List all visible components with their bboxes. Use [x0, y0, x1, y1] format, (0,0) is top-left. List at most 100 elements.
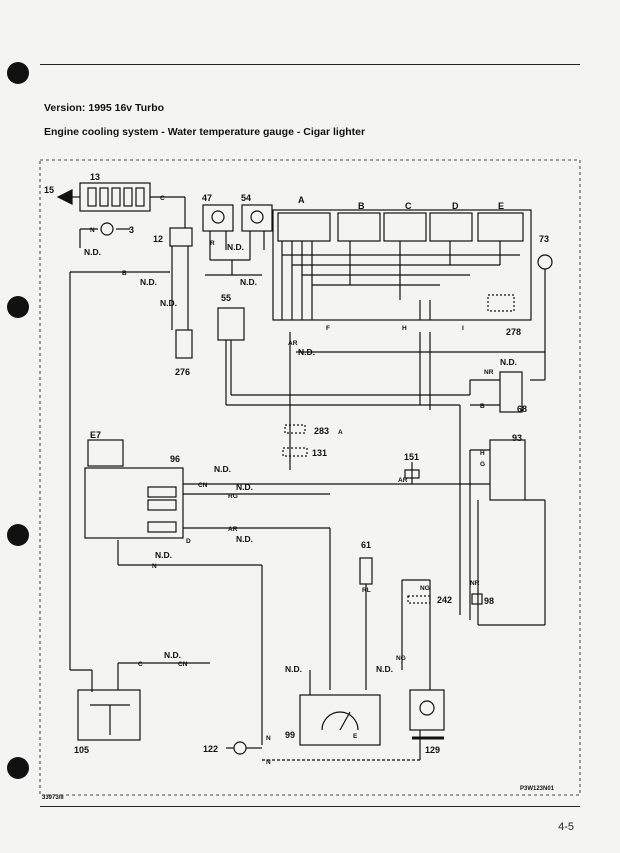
- resistor-68: [499, 371, 523, 413]
- nd-label: N.D.: [376, 664, 393, 674]
- relay-93: [489, 439, 526, 501]
- nd-label: N.D.: [500, 357, 517, 367]
- wire-n: N: [90, 227, 95, 234]
- label-105: 105: [74, 745, 89, 755]
- nd-label: N.D.: [84, 247, 101, 257]
- module-a: [277, 212, 331, 242]
- label-e: E: [498, 201, 504, 211]
- connector-98: [471, 593, 483, 605]
- label-c: C: [405, 201, 412, 211]
- label-283: 283: [314, 426, 329, 436]
- label-278: 278: [506, 327, 521, 337]
- diagram-frame: [39, 159, 581, 796]
- label-129: 129: [425, 745, 440, 755]
- wire-c: C: [138, 661, 143, 668]
- label-73: 73: [539, 234, 549, 244]
- label-122: 122: [203, 744, 218, 754]
- nd-label: N.D.: [155, 550, 172, 560]
- label-12: 12: [153, 234, 163, 244]
- label-131: 131: [312, 448, 327, 458]
- footer-rule: [40, 806, 580, 807]
- wire-c: C: [160, 195, 165, 202]
- wire-b: B: [480, 403, 485, 410]
- nd-label: N.D.: [140, 277, 157, 287]
- nd-label: N.D.: [164, 650, 181, 660]
- fusebox-105: [77, 689, 141, 741]
- footer-left-code: 33973/II: [42, 795, 64, 801]
- label-99: 99: [285, 730, 295, 740]
- binder-hole-upper: [7, 296, 29, 318]
- switch-55: [217, 307, 245, 341]
- wire-ar: AR: [228, 526, 238, 533]
- label-13: 13: [90, 172, 100, 182]
- page-number: 4-5: [558, 821, 574, 833]
- fuse-3: [100, 222, 114, 236]
- label-47: 47: [202, 193, 212, 203]
- wire-h: H: [480, 450, 485, 457]
- wire-nr: NR: [470, 580, 480, 587]
- nd-label: N.D.: [285, 664, 302, 674]
- wire-ar: AR: [288, 340, 298, 347]
- binder-hole-bottom: [7, 757, 29, 779]
- tag-i: I: [462, 325, 464, 332]
- nd-label: N.D.: [240, 277, 257, 287]
- ground-15: [56, 189, 73, 205]
- wire-nr: NR: [484, 369, 494, 376]
- nd-label: N.D.: [227, 242, 244, 252]
- wire-rl: RL: [362, 587, 371, 594]
- tag-h: H: [402, 325, 407, 332]
- lamp-e7: [87, 439, 124, 467]
- tag-e: E: [353, 733, 358, 740]
- label-151: 151: [404, 452, 419, 462]
- wire-cn: CN: [178, 661, 188, 668]
- tag-a: A: [338, 429, 343, 436]
- tag-d: D: [186, 538, 191, 545]
- diagram-title: Engine cooling system - Water temperatur…: [44, 126, 366, 138]
- tag-f: F: [326, 325, 330, 332]
- wire-cn: CN: [198, 482, 208, 489]
- label-e7: E7: [90, 430, 101, 440]
- wire-n: N: [266, 759, 271, 766]
- label-93: 93: [512, 433, 522, 443]
- switch-54: [241, 204, 273, 232]
- footer-right-code: P3W123N01: [520, 786, 555, 792]
- cluster-96: [84, 467, 184, 539]
- wire-n: N: [152, 563, 157, 570]
- label-b: B: [358, 201, 365, 211]
- label-15: 15: [44, 185, 54, 195]
- module-c: [383, 212, 427, 242]
- gauge-73: [537, 254, 553, 270]
- label-98: 98: [484, 596, 494, 606]
- wire-n: N: [266, 735, 271, 742]
- label-242: 242: [437, 595, 452, 605]
- switch-47: [202, 204, 234, 232]
- wire-ng: NG: [396, 655, 406, 662]
- label-68: 68: [517, 404, 527, 414]
- header-rule: [40, 64, 580, 65]
- nd-label: N.D.: [214, 464, 231, 474]
- nd-label: N.D.: [298, 347, 315, 357]
- label-d: D: [452, 201, 459, 211]
- wire-rg: RG: [228, 493, 238, 500]
- version-label: Version: 1995 16v Turbo: [44, 102, 165, 114]
- fuse-276: [175, 329, 193, 359]
- wire-ng: NG: [420, 585, 430, 592]
- label-54: 54: [241, 193, 251, 203]
- nd-label: N.D.: [236, 482, 253, 492]
- label-61: 61: [361, 540, 371, 550]
- battery-13: [79, 182, 151, 212]
- control-unit: [272, 209, 532, 321]
- nd-label: N.D.: [160, 298, 177, 308]
- wire-b: B: [122, 270, 127, 277]
- module-e: [477, 212, 524, 242]
- binder-hole-top: [7, 62, 29, 84]
- fuse-122: [233, 741, 247, 755]
- relay-12: [169, 227, 193, 247]
- module-b: [337, 212, 381, 242]
- label-3: 3: [129, 225, 134, 235]
- lighter-129: [409, 689, 445, 731]
- binder-hole-lower: [7, 524, 29, 546]
- module-d: [429, 212, 473, 242]
- wire-ar: AR: [398, 477, 408, 484]
